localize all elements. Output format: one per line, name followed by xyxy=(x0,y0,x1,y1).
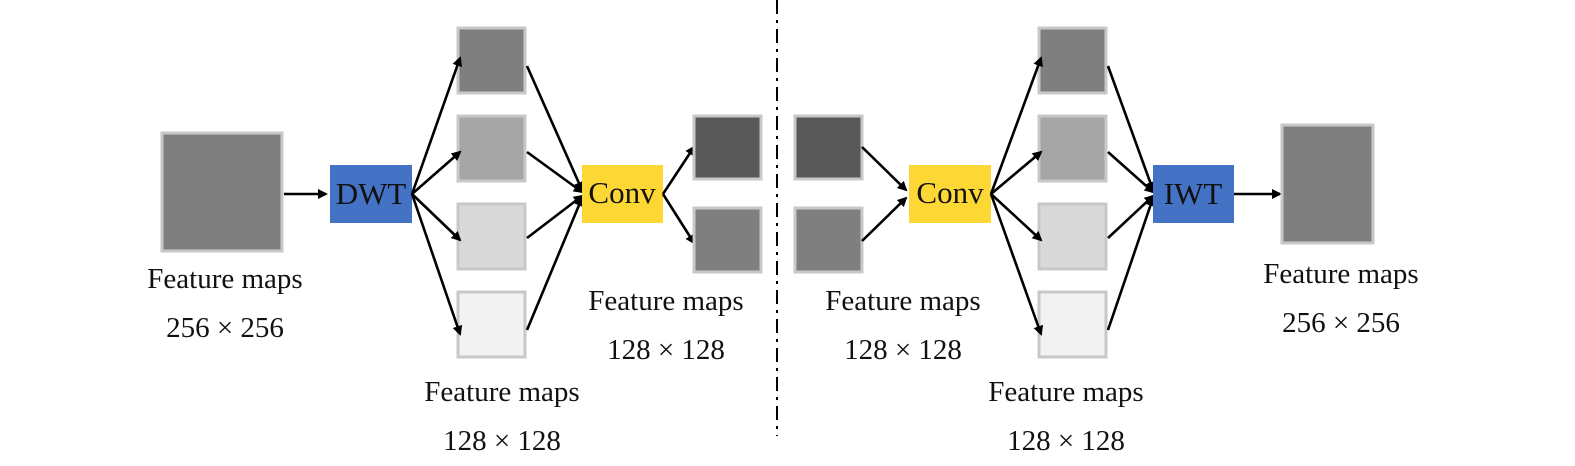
right-input-caption-line2: 128 × 128 xyxy=(844,334,962,366)
left-input-caption-line2: 256 × 256 xyxy=(166,312,284,344)
right-subband-3 xyxy=(1037,202,1108,271)
left-output-caption-line2: 128 × 128 xyxy=(607,334,725,366)
left-subband-1 xyxy=(456,26,527,95)
right-input-caption-line1: Feature maps xyxy=(825,285,980,317)
right-output-caption-line2: 256 × 256 xyxy=(1282,307,1400,339)
left-subband-4 xyxy=(456,290,527,359)
arrow-conv-to-output-2 xyxy=(661,193,696,245)
right-subband-1 xyxy=(1037,26,1108,95)
arrow-subband-4-to-iwt xyxy=(1106,196,1156,331)
arrow-dwt-to-subband-4 xyxy=(410,193,463,336)
left-output-map-1 xyxy=(692,114,763,181)
left-conv-label: Conv xyxy=(588,175,656,210)
right-output-feature-map xyxy=(1280,123,1375,245)
iwt-block xyxy=(1153,165,1234,223)
left-subbands-caption-line1: Feature maps xyxy=(424,376,579,408)
left-subband-3 xyxy=(456,202,527,271)
dwt-block xyxy=(330,165,412,223)
arrow-subband-1-to-conv xyxy=(525,65,584,192)
arrow-dwt-to-subband-2 xyxy=(411,150,462,195)
right-subbands-caption-line2: 128 × 128 xyxy=(1007,425,1125,457)
right-conv-block xyxy=(909,165,991,223)
arrow-subband-3-to-conv xyxy=(526,194,584,240)
left-conv-block xyxy=(582,165,663,223)
arrow-subband-2-to-iwt xyxy=(1107,151,1155,194)
arrow-conv-to-subband-4 xyxy=(989,193,1044,336)
arrow-subband-4-to-conv xyxy=(525,196,584,331)
right-input-map-1 xyxy=(793,114,864,181)
left-subband-2 xyxy=(456,114,527,183)
right-conv-label: Conv xyxy=(916,175,984,210)
arrow-conv-to-subband-2 xyxy=(990,150,1043,195)
right-subbands-caption-line1: Feature maps xyxy=(988,376,1143,408)
arrow-input-1-to-conv xyxy=(861,146,908,192)
left-input-caption-line1: Feature maps xyxy=(147,263,302,295)
left-output-caption-line1: Feature maps xyxy=(588,285,743,317)
left-subbands-caption-line2: 128 × 128 xyxy=(443,425,561,457)
left-input-feature-map xyxy=(160,131,284,253)
arrow-subband-2-to-conv xyxy=(526,150,584,194)
arrow-dwt-to-subband-1 xyxy=(410,56,463,195)
left-output-map-2 xyxy=(692,206,763,274)
right-output-caption-line1: Feature maps xyxy=(1263,258,1418,290)
right-input-map-2 xyxy=(793,206,864,274)
arrow-dwt-to-subband-3 xyxy=(411,193,462,242)
arrow-conv-to-subband-1 xyxy=(989,56,1043,195)
arrow-input-2-to-conv xyxy=(861,196,908,242)
arrow-conv-to-output-1 xyxy=(661,145,696,195)
arrow-subband-1-to-iwt xyxy=(1106,65,1155,192)
right-subband-2 xyxy=(1037,114,1108,183)
iwt-label: IWT xyxy=(1164,176,1223,211)
arrow-conv-to-subband-3 xyxy=(990,193,1043,242)
right-subband-4 xyxy=(1037,290,1108,359)
dwt-label: DWT xyxy=(336,176,407,211)
arrow-subband-3-to-iwt xyxy=(1107,194,1155,239)
